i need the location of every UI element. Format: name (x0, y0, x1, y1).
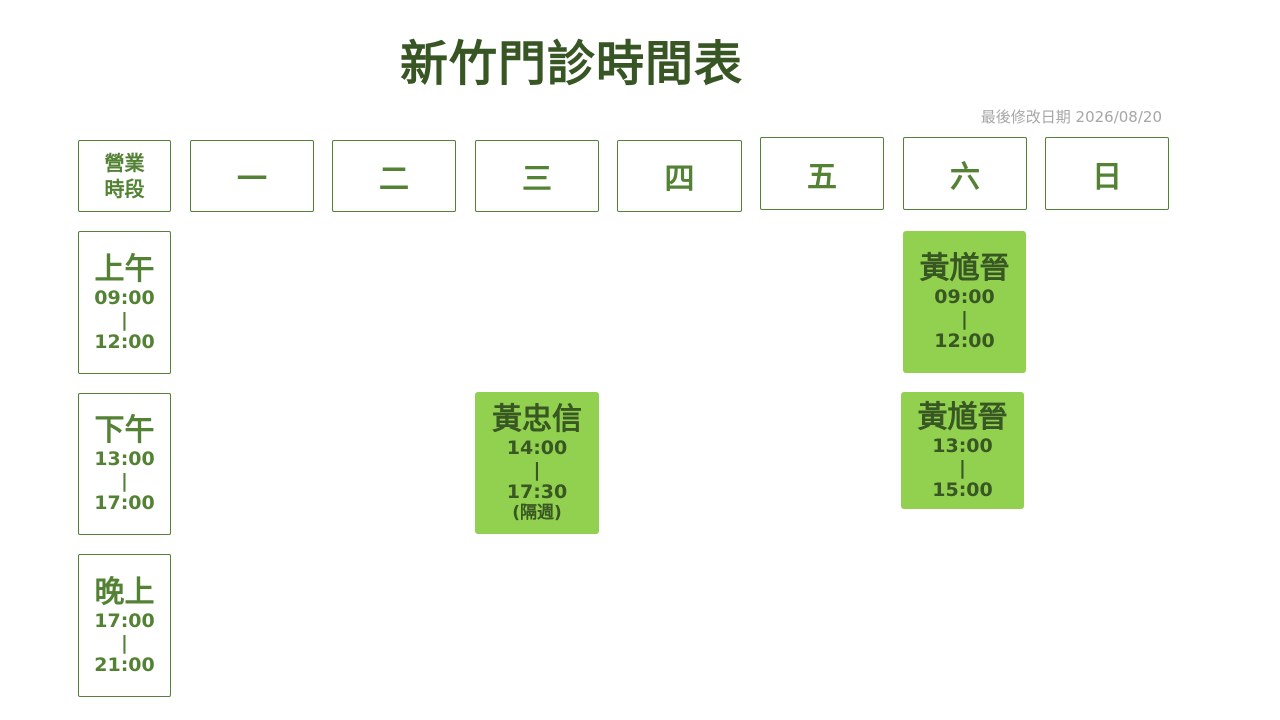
page-title: 新竹門診時間表 (400, 36, 744, 92)
slot-end-time: 12:00 (934, 330, 995, 352)
corner-label-line2: 時段 (104, 177, 145, 201)
time-separator: | (959, 456, 966, 479)
day-header-mon: 一 (190, 140, 314, 212)
period-end-time: 12:00 (94, 330, 155, 353)
time-separator: | (961, 308, 968, 330)
alternate-week-note: (隔週) (512, 503, 562, 523)
period-evening: 晚上 17:00 | 21:00 (78, 554, 171, 697)
period-name: 晚上 (94, 574, 155, 610)
day-header-fri: 五 (760, 137, 884, 210)
doctor-name: 黃馗晉 (919, 251, 1010, 286)
period-end-time: 17:00 (94, 492, 155, 514)
period-start-time: 09:00 (94, 286, 155, 309)
last-updated-date: 最後修改日期 2026/08/20 (980, 108, 1162, 126)
slot-start-time: 14:00 (506, 437, 568, 459)
doctor-name: 黃馗晉 (917, 399, 1008, 435)
day-header-sat: 六 (903, 137, 1027, 210)
period-morning: 上午 09:00 | 12:00 (78, 231, 171, 374)
corner-label-line1: 營業 (104, 151, 145, 175)
period-name: 上午 (94, 251, 155, 287)
header-corner-cell: 營業 時段 (78, 140, 171, 212)
period-start-time: 13:00 (94, 448, 155, 470)
time-separator: | (121, 631, 128, 654)
day-header-wed: 三 (475, 140, 599, 212)
day-header-thu: 四 (617, 140, 742, 212)
doctor-name: 黃忠信 (492, 402, 582, 437)
slot-end-time: 17:30 (506, 481, 568, 503)
slot-sat-afternoon[interactable]: 黃馗晉 13:00 | 15:00 (901, 392, 1024, 509)
slot-end-time: 15:00 (932, 478, 993, 501)
period-end-time: 21:00 (94, 653, 155, 676)
period-start-time: 17:00 (94, 609, 155, 632)
time-separator: | (121, 470, 128, 492)
slot-start-time: 09:00 (934, 286, 995, 308)
period-name: 下午 (94, 413, 155, 448)
time-separator: | (533, 459, 541, 481)
day-header-tue: 二 (332, 140, 456, 212)
period-afternoon: 下午 13:00 | 17:00 (78, 393, 171, 535)
day-header-sun: 日 (1045, 137, 1169, 210)
time-separator: | (121, 308, 128, 331)
slot-start-time: 13:00 (932, 434, 993, 457)
slot-sat-morning[interactable]: 黃馗晉 09:00 | 12:00 (903, 231, 1026, 373)
slot-wed-afternoon[interactable]: 黃忠信 14:00 | 17:30 (隔週) (475, 392, 599, 534)
